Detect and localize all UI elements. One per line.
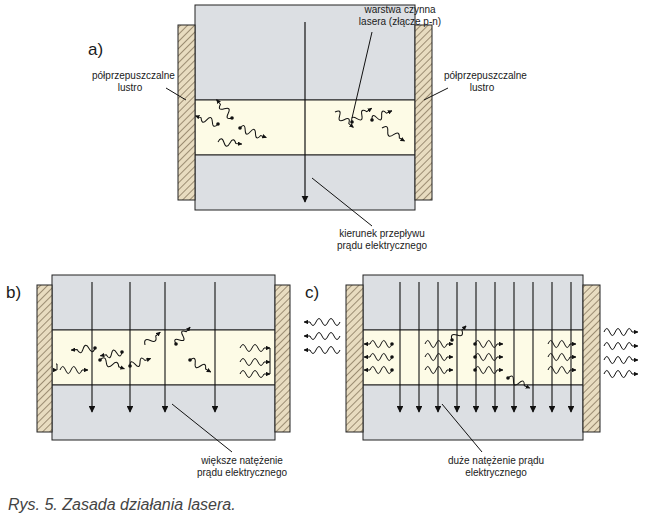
photon	[239, 125, 268, 141]
photons-and-currents	[56, 97, 638, 412]
current-arrow	[532, 282, 533, 412]
laser-body-c	[346, 275, 600, 452]
photon	[548, 341, 576, 348]
current-arrow	[399, 282, 400, 412]
photon	[604, 343, 638, 350]
photon	[129, 355, 152, 369]
photon	[188, 357, 212, 375]
photon	[60, 367, 88, 374]
current-arrow	[437, 282, 438, 412]
photon	[475, 367, 503, 374]
photon	[604, 357, 638, 364]
callout-label: półprzepuszczalne lustro	[92, 70, 168, 93]
panel-letter: c)	[305, 283, 335, 303]
photon	[507, 375, 532, 391]
current-arrow	[91, 282, 92, 412]
electron-dot	[230, 116, 234, 120]
current-arrow	[456, 282, 457, 412]
electron-dot	[188, 358, 192, 362]
callout-label: półprzepuszczalne lustro	[444, 70, 520, 93]
laser-body-b	[37, 275, 290, 452]
callout-label: duże natężenie prądu elektrycznego	[444, 455, 548, 478]
reflected-path	[56, 364, 57, 370]
electron-dot	[216, 122, 220, 126]
electron-dot	[128, 364, 132, 368]
photon	[604, 371, 638, 378]
electron-dot	[473, 368, 477, 372]
current-arrow	[164, 282, 165, 412]
photon	[425, 354, 453, 361]
electron-dot	[174, 342, 178, 346]
photon	[548, 354, 576, 361]
electron-dot	[370, 118, 374, 122]
current-arrow	[570, 282, 571, 412]
current-arrow	[214, 282, 215, 412]
callout-label: warstwa czynna lasera (złącze p-n)	[352, 4, 448, 27]
electron-dot	[238, 126, 242, 130]
photon	[240, 359, 270, 366]
photon	[364, 341, 392, 348]
photon	[100, 349, 123, 360]
photon	[548, 367, 576, 374]
photon	[425, 367, 453, 374]
callout-label: kierunek przepływu prądu elektrycznego	[334, 228, 430, 251]
photon	[425, 341, 453, 348]
electron-dot	[390, 368, 394, 372]
photon	[364, 367, 392, 374]
photon	[450, 323, 469, 342]
electron-dot	[93, 346, 97, 350]
electron-dot	[473, 355, 477, 359]
current-arrow	[129, 282, 130, 412]
photon	[475, 341, 503, 348]
electron-dot	[450, 338, 454, 342]
photon	[71, 345, 96, 354]
electron-dot	[390, 355, 394, 359]
photon	[173, 325, 193, 346]
current-arrow	[418, 282, 419, 412]
current-arrow	[475, 282, 476, 412]
photon	[333, 109, 356, 130]
electron-dot	[506, 376, 510, 380]
photon	[143, 329, 163, 347]
current-arrow	[513, 282, 514, 412]
panel-letter: b)	[6, 283, 36, 303]
photon	[475, 354, 503, 361]
photon	[364, 354, 392, 361]
photon	[604, 329, 638, 336]
photon	[194, 113, 219, 128]
current-arrow	[551, 282, 552, 412]
electron-dot	[473, 342, 477, 346]
electron-dot	[350, 120, 354, 124]
photon	[240, 371, 270, 378]
panel-letter: a)	[88, 40, 118, 60]
callout-label: większe natężenie prądu elektrycznego	[190, 455, 294, 478]
figure-caption: Rys. 5. Zasada działania lasera.	[8, 496, 408, 514]
photon	[99, 357, 126, 372]
reflection-line	[270, 348, 271, 374]
photon	[214, 97, 235, 120]
electron-dot	[120, 350, 124, 354]
photon	[371, 108, 394, 124]
photon	[304, 347, 340, 354]
electron-dot	[98, 358, 102, 362]
laser-body-a	[166, 5, 448, 226]
photon	[218, 139, 243, 148]
photon	[304, 319, 340, 326]
photon	[380, 125, 406, 144]
photon	[240, 345, 270, 352]
photon	[350, 105, 374, 124]
electron-dot	[390, 342, 394, 346]
photon	[304, 333, 340, 340]
